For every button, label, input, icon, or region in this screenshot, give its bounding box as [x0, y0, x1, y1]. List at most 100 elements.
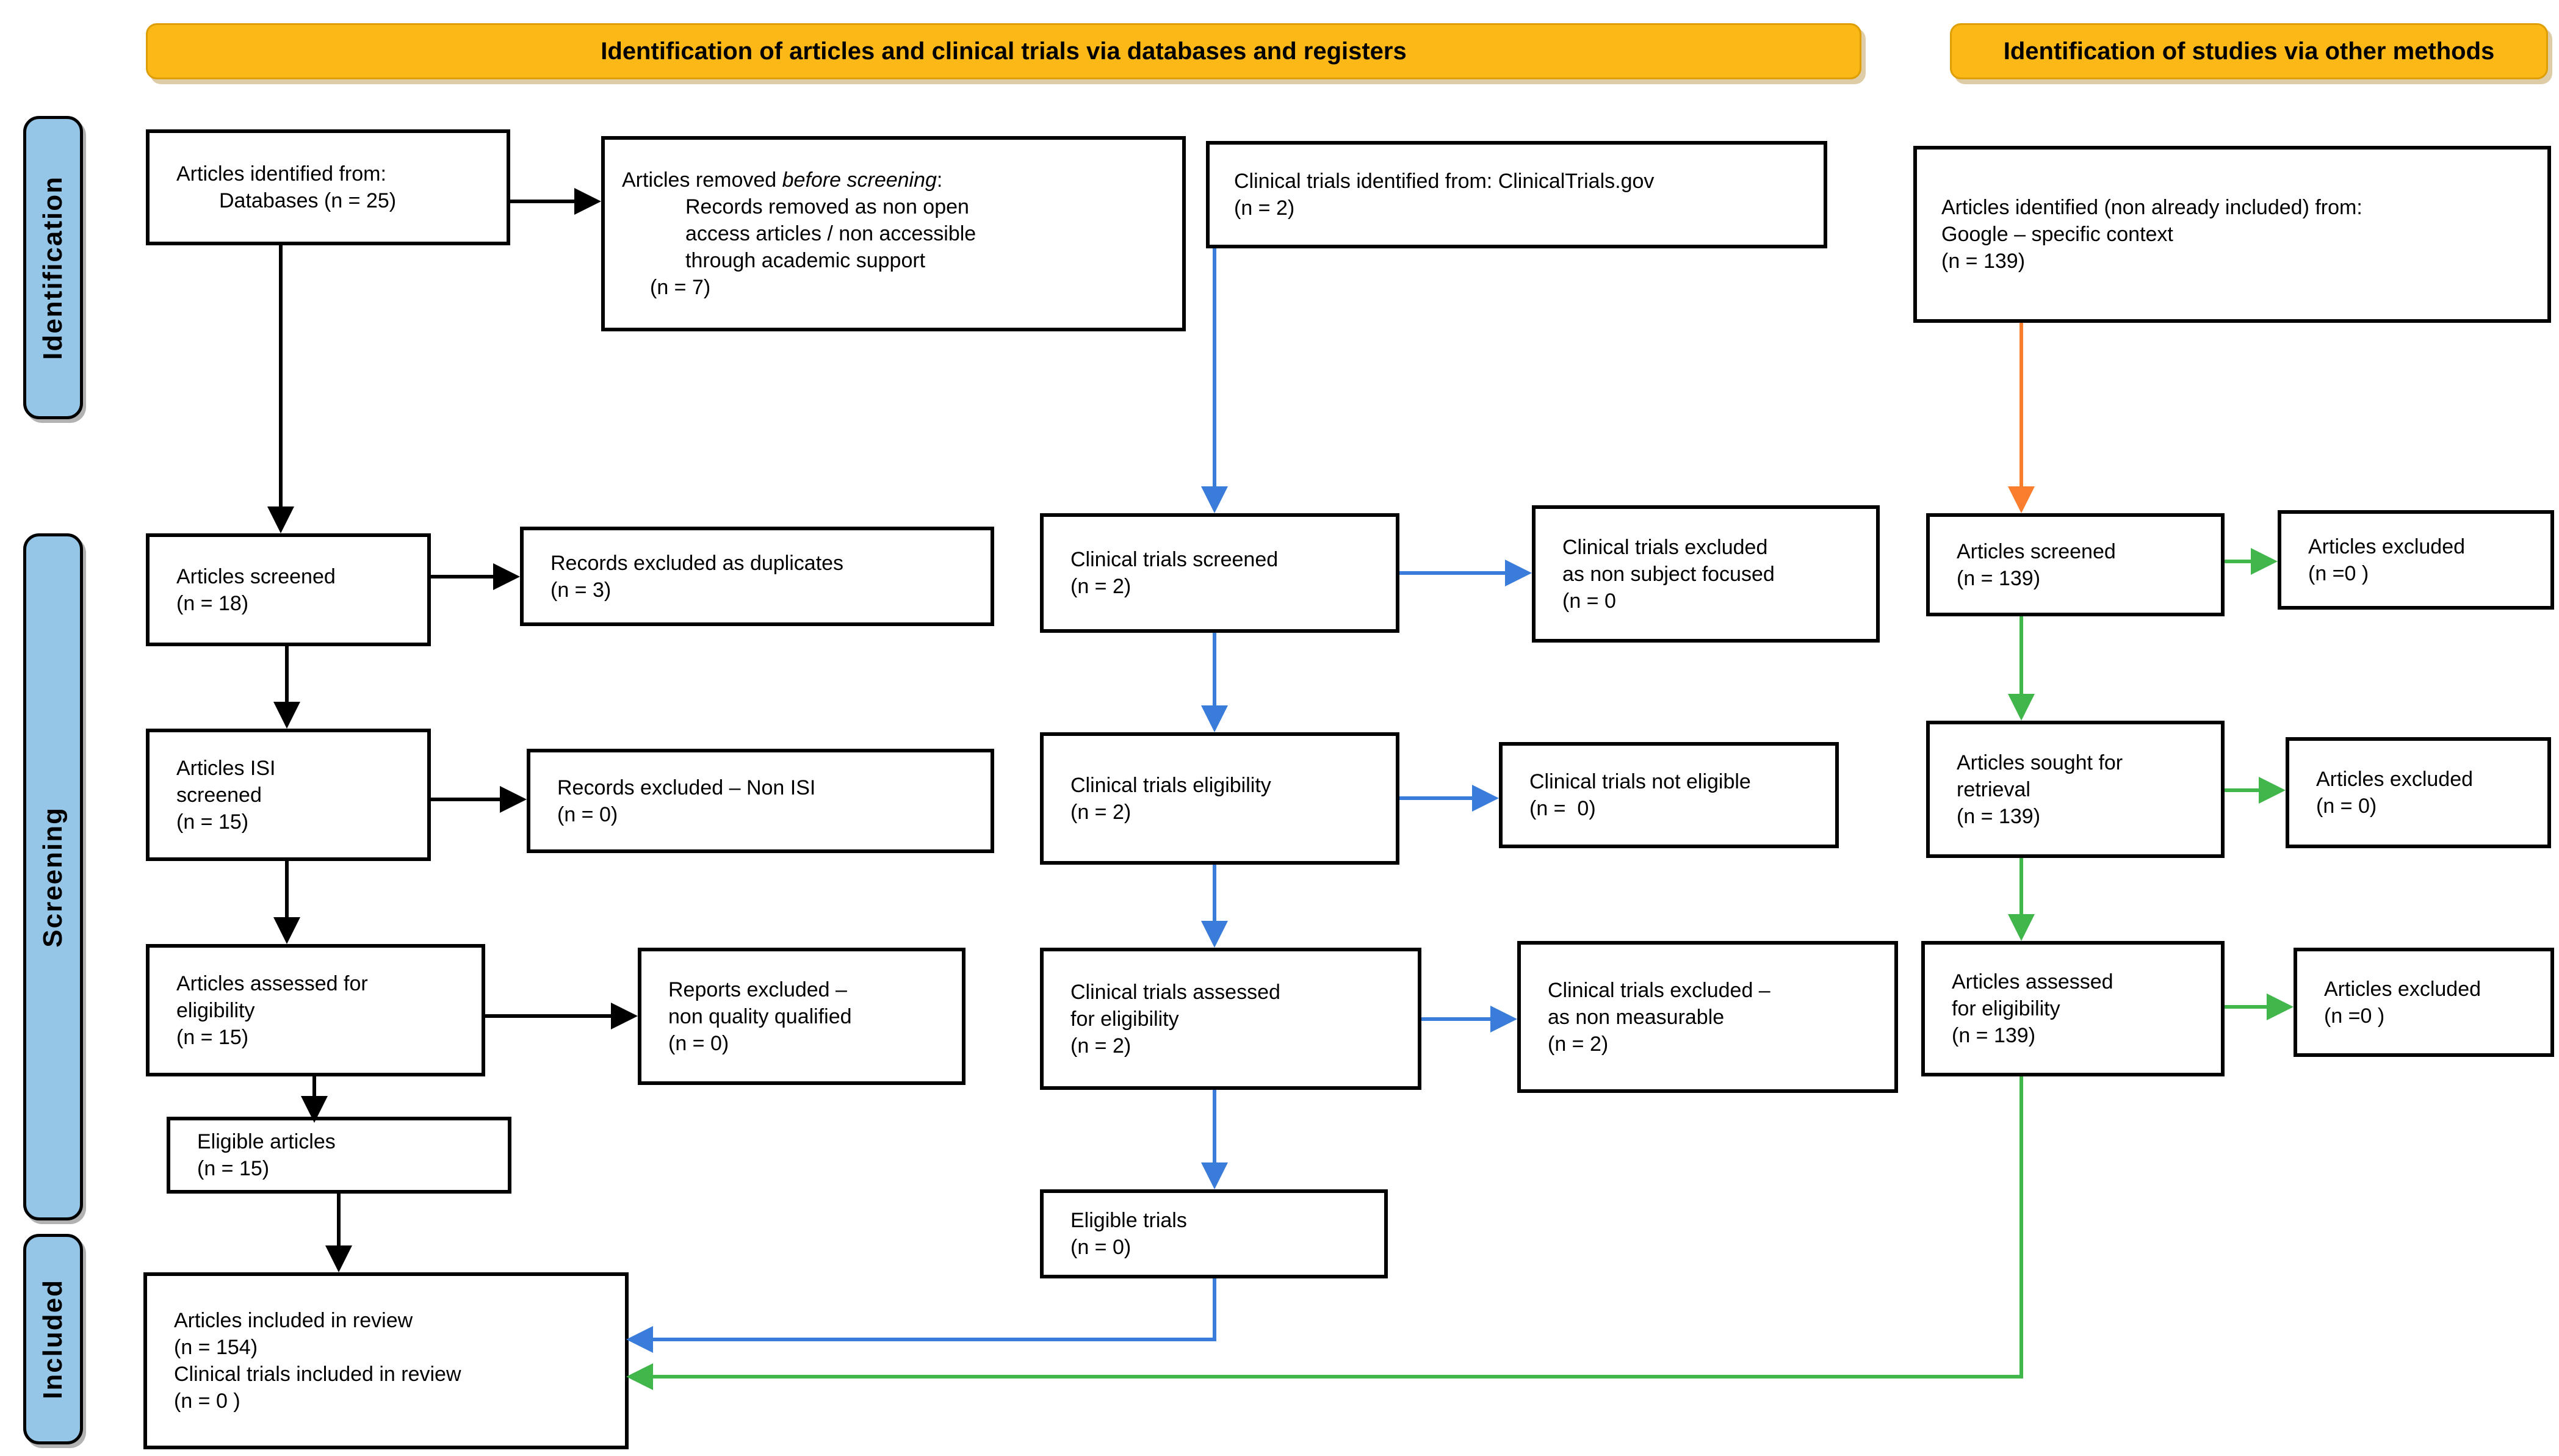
- box-reports-excluded: Reports excluded – non quality qualified…: [638, 948, 965, 1085]
- arrow-ct-identified-to-screened: [1213, 248, 1216, 486]
- box-line: (n = 2): [1070, 575, 1132, 598]
- box-line: (n = 15): [176, 810, 249, 834]
- stage-screening: Screening: [23, 533, 83, 1220]
- arrow-isi-to-non-isi: [431, 798, 500, 801]
- box-records-excluded-duplicates: Records excluded as duplicates (n = 3): [520, 527, 994, 626]
- arrow-other-sought-to-assessed: [2019, 858, 2023, 914]
- box-other-articles-sought: Articles sought for retrieval (n = 139): [1926, 721, 2225, 858]
- box-line: Records excluded – Non ISI: [557, 776, 816, 799]
- box-other-articles-excluded-2: Articles excluded (n = 0): [2286, 737, 2551, 848]
- arrowhead-other-screened-to-excluded: [2251, 548, 2278, 575]
- box-line: eligibility: [176, 998, 255, 1022]
- box-line: as non measurable: [1548, 1005, 1725, 1029]
- box-line: Records removed as non open: [685, 195, 969, 218]
- box-line: Articles sought for: [1957, 751, 2123, 774]
- arrow-eligible-trials-to-included: [653, 1338, 1216, 1341]
- box-articles-isi-screened: Articles ISI screened (n = 15): [146, 729, 431, 861]
- arrowhead-ct-assessed-to-excluded: [1490, 1006, 1517, 1033]
- box-line: Eligible trials: [1070, 1209, 1187, 1232]
- box-line: Articles excluded: [2316, 768, 2474, 791]
- arrowhead-ct-eligibility-to-not-eligible: [1472, 785, 1499, 812]
- banner-left-label: Identification of articles and clinical …: [601, 37, 1407, 65]
- stage-included-label: Included: [38, 1279, 68, 1399]
- box-other-articles-assessed: Articles assessed for eligibility (n = 1…: [1921, 941, 2225, 1076]
- arrow-isi-to-assessed: [285, 861, 289, 917]
- box-included-in-review: Articles included in review (n = 154) Cl…: [143, 1272, 629, 1449]
- box-line: (n =0 ): [2324, 1004, 2385, 1028]
- arrow-assessed-to-reports: [485, 1014, 611, 1018]
- box-line: (n = 139): [1957, 566, 2041, 590]
- box-line: Reports excluded –: [668, 978, 847, 1001]
- arrowhead-assessed-to-reports: [611, 1003, 638, 1029]
- box-line: Clinical trials excluded: [1562, 535, 1768, 559]
- box-line: (n = 0): [557, 802, 618, 826]
- box-clinical-trials-excluded-measurable: Clinical trials excluded – as non measur…: [1517, 941, 1898, 1093]
- box-line: Clinical trials not eligible: [1529, 770, 1751, 793]
- banner-right-label: Identification of studies via other meth…: [2003, 37, 2495, 65]
- box-line: retrieval: [1957, 777, 2030, 801]
- box-line: (n = 139): [1957, 804, 2041, 828]
- arrow-identified-to-removed: [510, 200, 574, 203]
- arrowhead-ct-screened-to-excluded: [1505, 560, 1532, 586]
- box-line: Google – specific context: [1941, 223, 2173, 246]
- box-line: (n = 154): [174, 1336, 258, 1359]
- box-clinical-trials-screened: Clinical trials screened (n = 2): [1040, 513, 1399, 633]
- banner-databases-registers: Identification of articles and clinical …: [146, 23, 1861, 79]
- arrowhead-isi-to-assessed: [273, 917, 300, 944]
- box-line: (n = 18): [176, 591, 249, 615]
- box-other-articles-excluded-3: Articles excluded (n =0 ): [2294, 948, 2554, 1057]
- arrow-ct-eligibility-to-assessed: [1213, 865, 1216, 921]
- box-line: non quality qualified: [668, 1004, 852, 1028]
- box-line: through academic support: [685, 249, 926, 272]
- box-clinical-trials-excluded-focus: Clinical trials excluded as non subject …: [1532, 505, 1880, 643]
- box-eligible-articles: Eligible articles (n = 15): [167, 1117, 511, 1194]
- box-line: for eligibility: [1070, 1007, 1179, 1031]
- box-line: (n = 15): [176, 1025, 249, 1049]
- arrowhead-ct-eligibility-to-assessed: [1201, 921, 1228, 948]
- stage-included: Included: [23, 1234, 83, 1444]
- box-line: as non subject focused: [1562, 562, 1775, 586]
- box-line: Articles included in review: [174, 1309, 413, 1332]
- arrowhead-other-screened-to-sought: [2008, 694, 2035, 721]
- box-line: Articles excluded: [2324, 977, 2481, 1001]
- box-line: (n = 139): [1941, 250, 2026, 273]
- arrowhead-other-sought-to-assessed: [2008, 914, 2035, 941]
- stage-screening-label: Screening: [38, 806, 68, 948]
- box-line: access articles / non accessible: [685, 222, 976, 245]
- arrow-other-to-included: [653, 1375, 2023, 1379]
- box-line: Articles assessed: [1952, 970, 2113, 993]
- box-line: Databases (n = 25): [219, 189, 397, 212]
- box-line: Eligible articles: [197, 1130, 336, 1153]
- box-line: (n = 0): [1529, 797, 1596, 820]
- stage-identification: Identification: [23, 116, 83, 419]
- box-line: (n = 0: [1562, 589, 1616, 613]
- box-clinical-trials-not-eligible: Clinical trials not eligible (n = 0): [1499, 742, 1839, 848]
- arrowhead-other-assessed-to-excluded: [2267, 993, 2294, 1020]
- box-articles-assessed-eligibility: Articles assessed for eligibility (n = 1…: [146, 944, 485, 1076]
- arrow-ct-screened-to-eligibility: [1213, 633, 1216, 705]
- arrow-screened-to-duplicates: [431, 575, 493, 578]
- box-line: Clinical trials screened: [1070, 548, 1279, 571]
- arrowhead-eligible-trials-to-included: [626, 1326, 653, 1353]
- arrowhead-identified-to-removed: [574, 188, 601, 215]
- arrowhead-ct-identified-to-screened: [1201, 486, 1228, 513]
- box-line: Articles screened: [176, 564, 336, 588]
- box-line: screened: [176, 783, 262, 807]
- box-records-excluded-non-isi: Records excluded – Non ISI (n = 0): [527, 749, 994, 853]
- box-line: Articles assessed for: [176, 971, 368, 995]
- arrowhead-ct-assessed-to-eligible-trials: [1201, 1162, 1228, 1189]
- box-line: Articles ISI: [176, 756, 276, 780]
- box-line: Clinical trials eligibility: [1070, 773, 1271, 797]
- arrow-ct-assessed-to-eligible-trials: [1213, 1090, 1216, 1162]
- banner-other-methods: Identification of studies via other meth…: [1950, 23, 2548, 79]
- box-line: (n = 0): [1070, 1236, 1132, 1259]
- box-line: (n = 2): [1548, 1032, 1609, 1056]
- box-line: for eligibility: [1952, 997, 2060, 1020]
- arrowhead-screened-to-duplicates: [493, 563, 520, 590]
- box-articles-removed-before-screening: Articles removed before screening: Recor…: [601, 136, 1186, 331]
- arrow-other-screened-to-sought: [2019, 616, 2023, 694]
- box-line: (n = 139): [1952, 1024, 2036, 1047]
- arrowhead-other-sought-to-excluded: [2259, 777, 2286, 804]
- box-line: Records excluded as duplicates: [550, 551, 844, 575]
